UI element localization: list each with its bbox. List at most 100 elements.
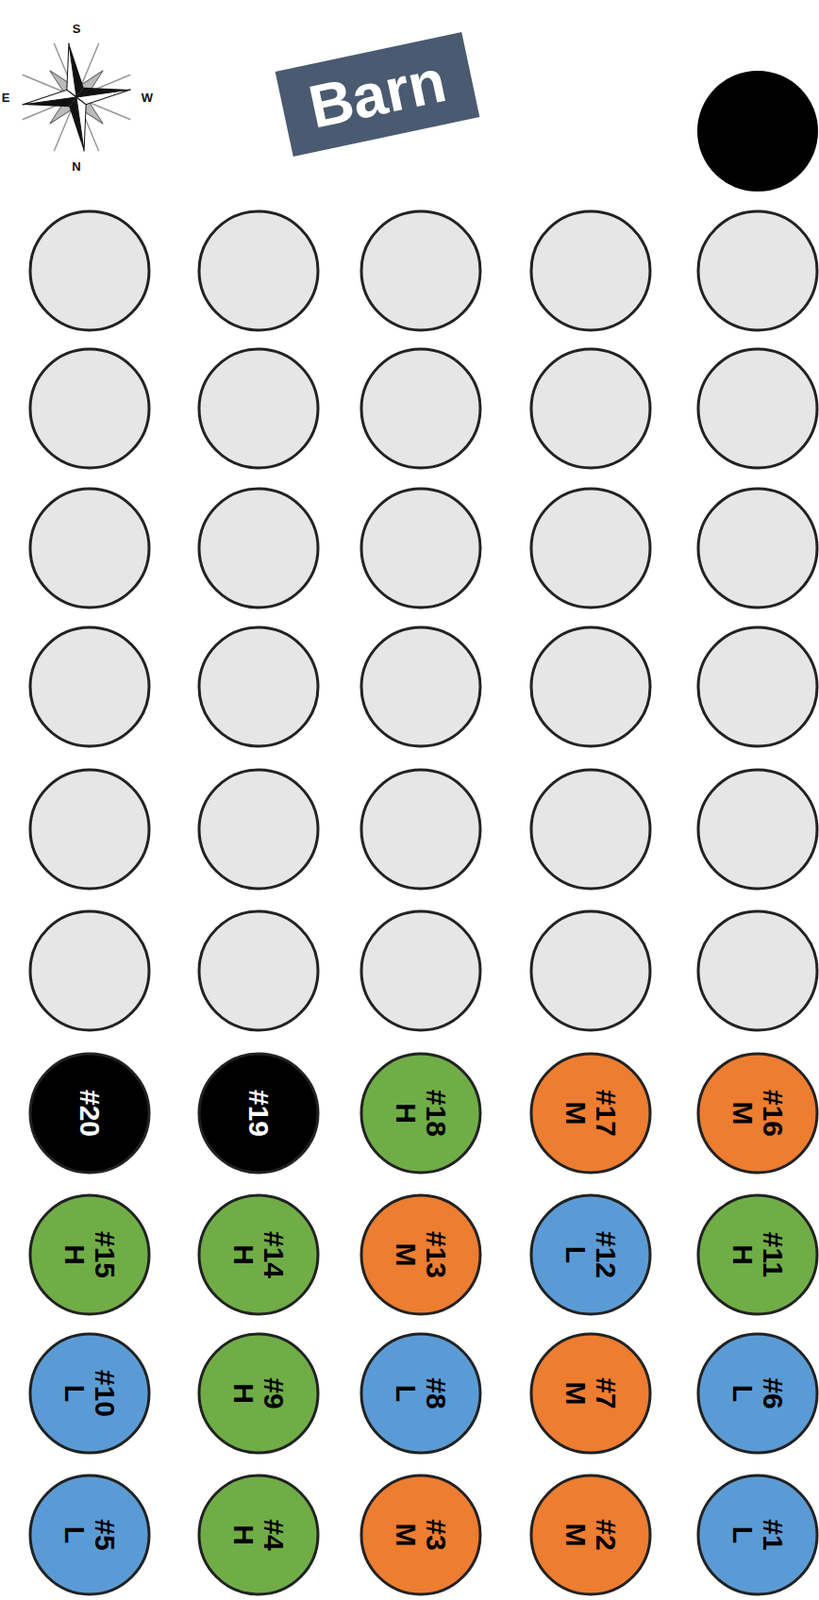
plot-circle: #4H [197,1473,320,1597]
level-code: M [561,1102,592,1126]
text-group: #7M [561,1377,621,1409]
empty-plot [531,627,651,747]
level-code: H [229,1383,260,1404]
circle-fill [361,1195,481,1315]
plot-circle: #2M [529,1473,652,1597]
plot-circle: #6L [696,1332,819,1455]
text-group: #19 [243,1089,274,1137]
level-code: M [561,1382,592,1406]
circle-fill [199,1475,318,1595]
text-group: #17M [561,1089,621,1137]
plot-number: #18 [420,1089,452,1137]
empty-plot [698,627,818,747]
plot-circle: #13M [359,1193,483,1317]
plot-number: #13 [420,1231,452,1279]
empty-plot [531,911,651,1031]
compass-letter: E [1,90,11,105]
empty-plot [698,911,818,1031]
text-group: #11H [728,1232,788,1278]
level-code: M [391,1243,422,1268]
circle-fill [30,1053,150,1173]
empty-plot [30,627,150,747]
empty-plot [30,488,150,608]
circle-fill [199,1334,318,1454]
plot-number: #20 [74,1089,105,1137]
plot-circle: #10L [28,1332,151,1455]
level-code: L [728,1526,759,1544]
level-code: M [391,1523,422,1548]
level-code: L [561,1246,592,1264]
plot-circle: #9H [197,1332,320,1455]
plot-circle: #14H [197,1193,320,1317]
text-group: #13M [391,1231,452,1279]
empty-plot [199,488,318,608]
plot-circle: #17M [529,1052,652,1175]
empty-plots [30,211,818,1031]
circle-fill [30,1334,150,1454]
level-code: L [728,1385,759,1403]
plot-circle: #3M [359,1473,483,1597]
plot-number: #7 [590,1377,621,1409]
plot-number: #3 [420,1519,452,1551]
text-group: #5L [60,1519,120,1551]
compass-letter: N [71,159,81,174]
text-group: #4H [229,1519,289,1551]
circle-fill [531,1053,651,1173]
level-code: L [60,1385,91,1403]
empty-plot [698,349,818,468]
plot-number: #4 [258,1519,289,1551]
empty-plot [30,211,150,331]
empty-plot [199,627,318,747]
circle-fill [531,1334,651,1454]
empty-plot [199,211,318,331]
circle-fill [199,1195,318,1315]
circle-fill [698,1195,818,1315]
level-code: H [229,1244,260,1266]
level-code: L [60,1526,91,1544]
marker-circle [697,70,819,192]
circle-fill [698,1334,818,1454]
compass-letter: W [141,90,153,105]
circle-fill [361,1475,481,1595]
plot-number: #1 [757,1519,788,1551]
level-code: H [60,1244,91,1266]
text-group: #15H [60,1231,120,1279]
circle-fill [199,1053,318,1173]
level-code: H [229,1524,260,1546]
plot-number: #15 [89,1231,120,1279]
plot-circle: #15H [28,1193,151,1317]
level-code: M [728,1102,759,1126]
empty-plot [199,769,318,889]
empty-plot [30,349,150,468]
plot-number: #9 [258,1377,289,1409]
circle-fill [531,1195,651,1315]
plot-number: #2 [590,1519,621,1551]
text-group: #10L [60,1370,120,1418]
plot-number: #12 [590,1231,621,1279]
barn-label: Barn [303,49,452,140]
empty-plot [199,349,318,468]
circle-fill [30,1195,150,1315]
empty-plot [698,488,818,608]
circle-fill [361,1053,481,1173]
plot-number: #14 [258,1231,289,1279]
plot-number: #5 [89,1519,120,1551]
empty-plot [361,488,481,608]
empty-plot [698,769,818,889]
empty-plot [361,627,481,747]
empty-plot [361,349,481,468]
empty-plot [361,769,481,889]
plot-circle: #7M [529,1332,652,1455]
text-group: #12L [561,1231,621,1279]
circle-fill [30,1475,150,1595]
plot-circle: #16M [696,1052,819,1175]
empty-plot [30,769,150,889]
empty-plot [361,211,481,331]
plot-circle: #19 [197,1052,320,1175]
empty-plot [531,211,651,331]
plot-number: #19 [243,1089,274,1137]
text-group: #6L [728,1377,788,1409]
text-group: #18H [391,1089,452,1137]
circle-fill [698,1053,818,1173]
plot-number: #17 [590,1089,621,1137]
